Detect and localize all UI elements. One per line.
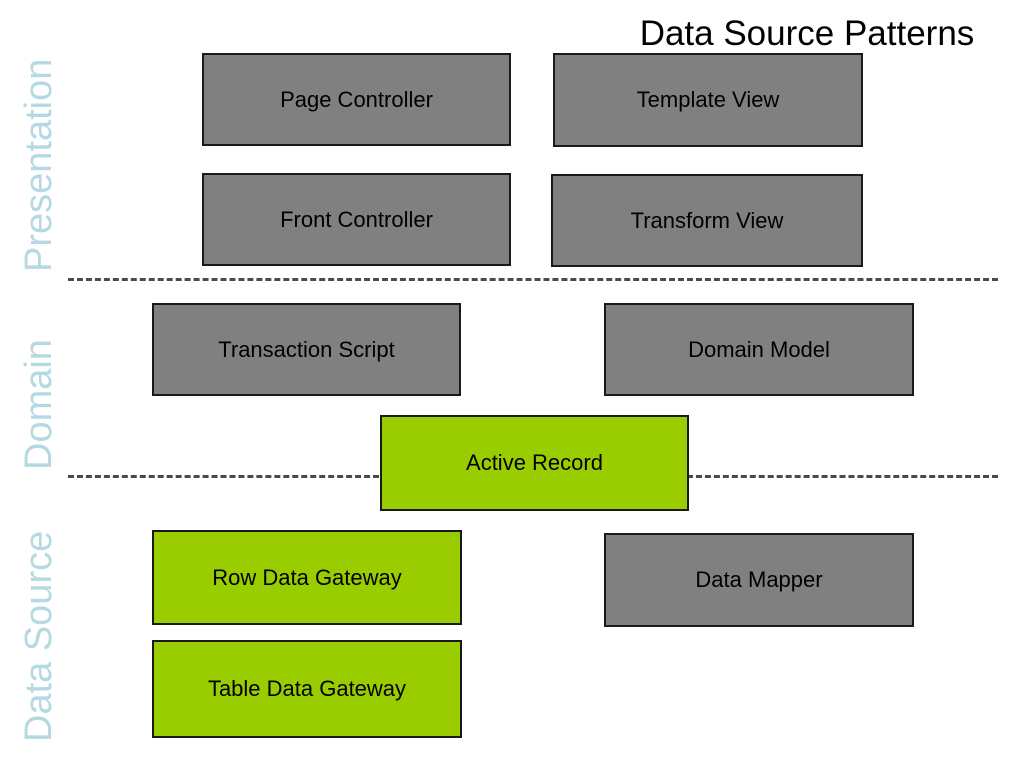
- pattern-box-front-controller[interactable]: Front Controller: [202, 173, 511, 266]
- band-label-domain: Domain: [18, 339, 60, 470]
- presentation-domain-divider: [68, 278, 998, 281]
- band-label-data-source: Data Source: [18, 530, 60, 742]
- page-title: Data Source Patterns: [639, 14, 975, 53]
- pattern-box-table-data-gateway[interactable]: Table Data Gateway: [152, 640, 462, 738]
- pattern-box-active-record[interactable]: Active Record: [380, 415, 689, 511]
- pattern-box-data-mapper[interactable]: Data Mapper: [604, 533, 914, 627]
- pattern-box-transform-view[interactable]: Transform View: [551, 174, 863, 267]
- pattern-box-row-data-gateway[interactable]: Row Data Gateway: [152, 530, 462, 625]
- pattern-box-transaction-script[interactable]: Transaction Script: [152, 303, 461, 396]
- band-label-presentation: Presentation: [18, 58, 60, 272]
- pattern-box-template-view[interactable]: Template View: [553, 53, 863, 147]
- pattern-box-domain-model[interactable]: Domain Model: [604, 303, 914, 396]
- pattern-box-page-controller[interactable]: Page Controller: [202, 53, 511, 146]
